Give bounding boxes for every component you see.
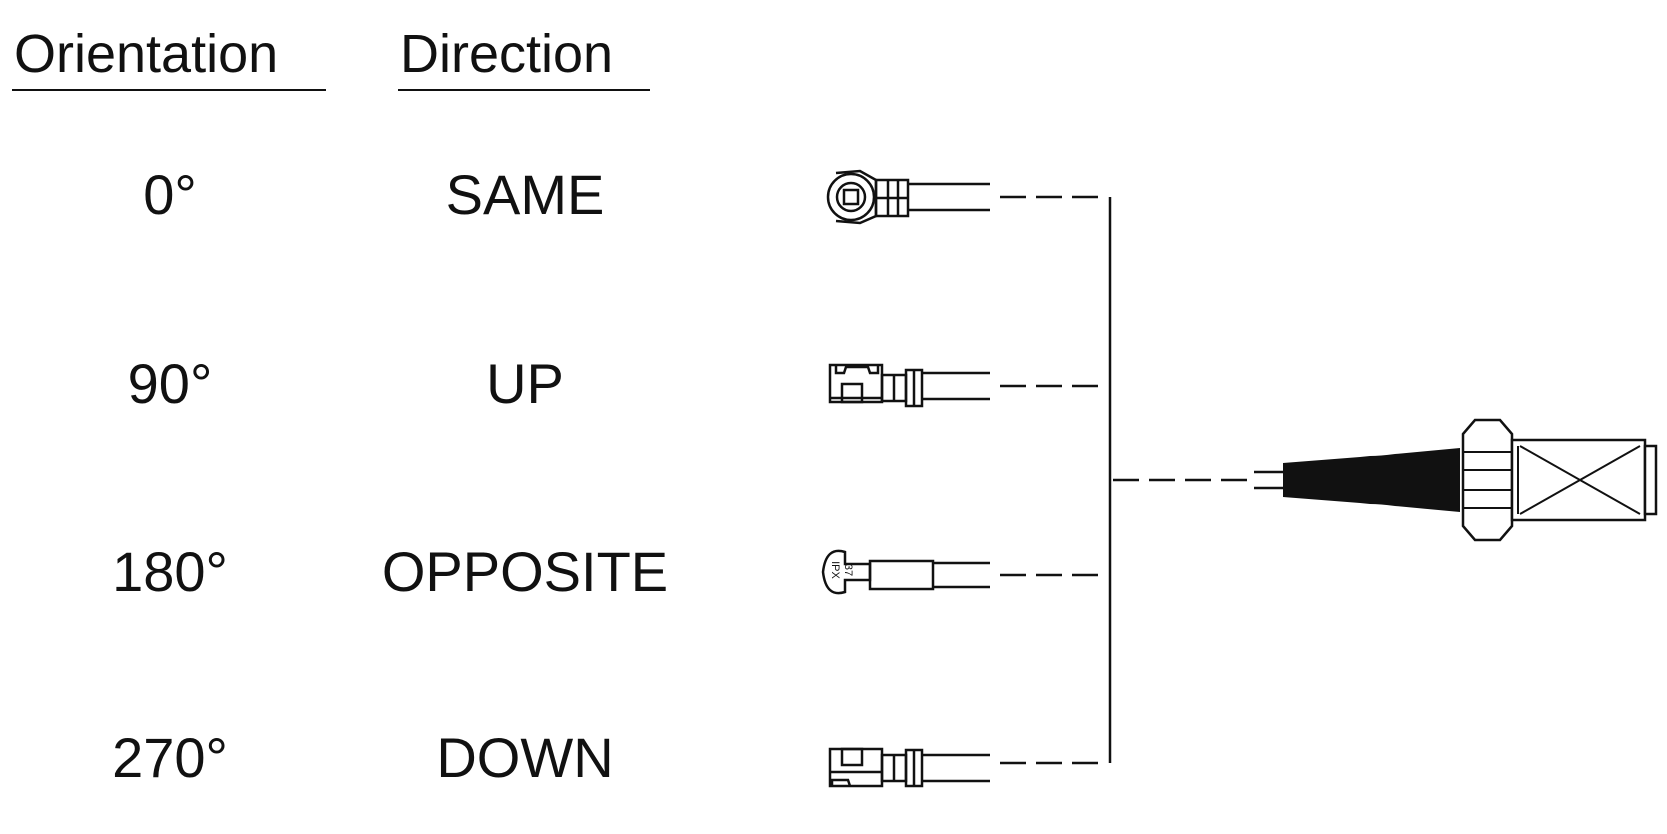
direction-same: SAME — [445, 163, 605, 226]
connector-marking-ipx: IPX — [829, 561, 841, 579]
orientation-270: 270° — [112, 726, 228, 789]
orientation-header: Orientation — [14, 24, 279, 84]
connector-270deg-icon — [828, 747, 990, 788]
dashed-connection-lines — [1000, 195, 1250, 765]
orientation-180: 180° — [112, 540, 228, 603]
connector-90deg-icon — [828, 363, 990, 408]
direction-down: DOWN — [436, 726, 614, 789]
connector-marking-37: 37 — [842, 564, 854, 576]
direction-header: Direction — [400, 24, 614, 84]
connector-180deg-icon — [821, 549, 990, 595]
connector-0deg-icon — [826, 169, 990, 225]
direction-up: UP — [486, 352, 564, 415]
orientation-header-underline — [12, 89, 326, 91]
straight-connector-icon — [1254, 418, 1658, 542]
direction-header-underline — [398, 89, 650, 91]
orientation-0: 0° — [143, 163, 197, 226]
direction-opposite: OPPOSITE — [381, 540, 669, 603]
orientation-90: 90° — [127, 352, 213, 415]
